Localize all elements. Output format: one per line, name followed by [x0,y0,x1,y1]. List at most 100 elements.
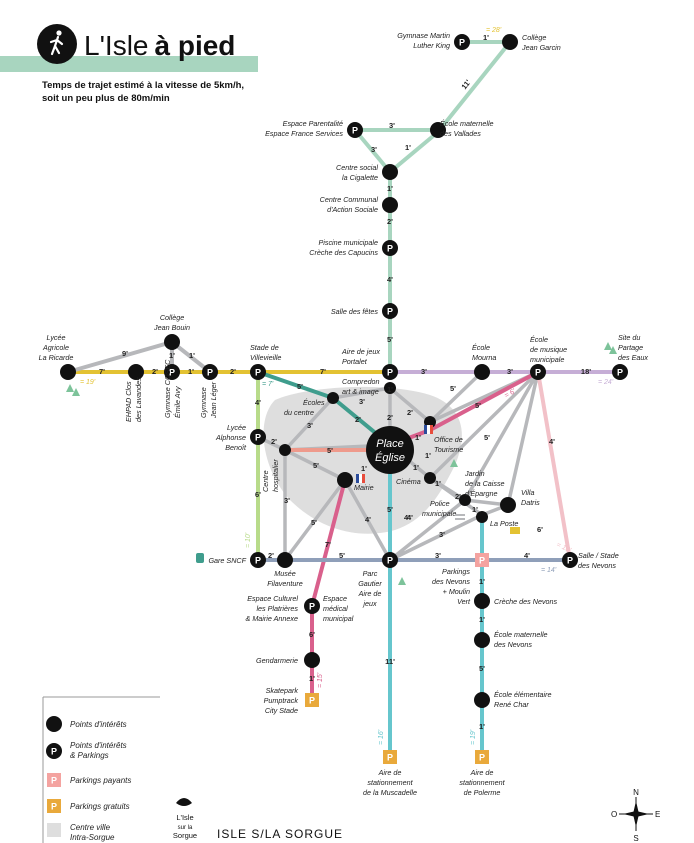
svg-text:5': 5' [339,551,345,560]
paid-parking-nevons: P [475,553,489,567]
svg-text:= 10': = 10' [245,532,252,548]
free-parking-polerme: P [475,750,489,764]
legend-poi: Points d'intérêts [70,720,127,729]
svg-text:7': 7' [99,367,105,376]
station-villa-datris [500,497,516,513]
svg-text:2': 2' [387,413,393,422]
svg-text:Luther King: Luther King [413,41,450,50]
legend-paid-swatch [47,773,61,787]
svg-text:les Platrières: les Platrières [256,604,298,613]
svg-text:3': 3' [439,530,445,539]
station-piscine: P [382,240,398,256]
svg-text:Jean Garcin: Jean Garcin [521,43,561,52]
svg-text:P: P [255,368,261,378]
label-parkings-nevons: Parkings [442,567,470,576]
svg-text:P: P [309,696,315,706]
subtitle-line2: soit un peu plus de 80m/min [42,93,170,104]
svg-text:6': 6' [255,490,261,499]
legend-zone-swatch [47,823,61,837]
lisle-logo-icon [176,798,192,806]
label-jardin: Jardin [464,469,485,478]
svg-text:5': 5' [327,446,333,455]
label-gendarmerie: Gendarmerie [256,656,298,665]
svg-text:Jean Bouin: Jean Bouin [153,323,190,332]
svg-text:1': 1' [425,451,431,460]
tree-icon [398,577,406,585]
svg-text:7': 7' [325,540,331,549]
svg-text:P: P [617,368,623,378]
svg-text:Portalet: Portalet [342,357,368,366]
svg-text:2': 2' [355,415,361,424]
svg-text:Agricole: Agricole [42,343,69,352]
svg-text:9': 9' [122,349,128,358]
station-leger: P [202,364,218,380]
svg-text:6': 6' [537,525,543,534]
label-gymnase-martin: Gymnase Martin [397,31,450,40]
svg-text:= 19': = 19' [80,379,96,386]
svg-text:municipale: municipale [422,509,456,518]
svg-text:P: P [309,602,315,612]
label-mairie: Mairie [354,483,374,492]
svg-text:Partage: Partage [618,343,643,352]
station-musee [277,552,293,568]
label-centre-communal: Centre Communal [320,195,379,204]
svg-text:1': 1' [189,351,195,360]
station-gymnase-martin: P [454,34,470,50]
svg-text:+ Moulin: + Moulin [443,587,470,596]
legend-poi-dot [46,716,62,732]
svg-text:4': 4' [524,551,530,560]
svg-text:= 14': = 14' [541,567,557,574]
line-light-pink [536,370,572,562]
svg-text:1': 1' [405,143,411,152]
label-centre-hospitalier: Centre [261,470,270,492]
label-partage: Site du [618,333,640,342]
svg-text:5': 5' [313,461,319,470]
svg-text:Vert: Vert [457,597,471,606]
label-office: Office de [434,435,463,444]
tree-icon [66,384,80,396]
svg-text:= 19': = 19' [470,729,477,745]
station-ecoles-centre [327,392,339,404]
svg-text:S: S [633,834,638,843]
label-espace-parentalite: Espace Parentalité [283,119,343,128]
svg-text:= 15': = 15' [317,672,324,688]
svg-text:d'Action Sociale: d'Action Sociale [327,205,378,214]
svg-text:3': 3' [389,121,395,130]
logo-line1: L'Isle [176,813,193,822]
station-centre-social [382,164,398,180]
svg-text:5': 5' [484,433,490,442]
svg-text:de musique: de musique [530,345,567,354]
label-ecole-char: École élémentaire [494,690,552,699]
svg-text:hospitalier: hospitalier [271,459,280,492]
svg-text:1': 1' [413,463,419,472]
stations: P P P P P P P P P P P P P P P P P P P Pl… [60,34,628,764]
svg-text:City Stade: City Stade [265,706,298,715]
title-regular: L'Isle [84,30,149,61]
svg-text:2': 2' [230,367,236,376]
svg-text:3': 3' [507,367,513,376]
svg-text:Alphonse: Alphonse [215,433,246,442]
label-compredon: Compredon [342,377,380,386]
legend-poi-parking: Points d'intérêts [70,741,127,750]
label-creche-nevons: Crèche des Nevons [494,597,558,606]
svg-text:P: P [479,556,485,566]
svg-text:Mourna: Mourna [472,353,496,362]
svg-text:P: P [479,753,485,763]
svg-text:1': 1' [387,385,393,394]
svg-text:1': 1' [479,722,485,731]
svg-text:Pumptrack: Pumptrack [264,696,299,705]
svg-text:4': 4' [387,275,393,284]
svg-text:municipal: municipal [323,614,354,623]
svg-text:Tourisme: Tourisme [434,445,463,454]
svg-text:5': 5' [387,505,393,514]
svg-text:jeux: jeux [362,599,377,608]
svg-text:P: P [567,556,573,566]
svg-text:11': 11' [385,657,395,666]
label-college-garcin: Collège [522,33,546,42]
svg-text:5': 5' [475,401,481,410]
station-creche-nevons [474,593,490,609]
svg-text:René Char: René Char [494,700,529,709]
label-lycee-benoit: Lycée [227,423,246,432]
